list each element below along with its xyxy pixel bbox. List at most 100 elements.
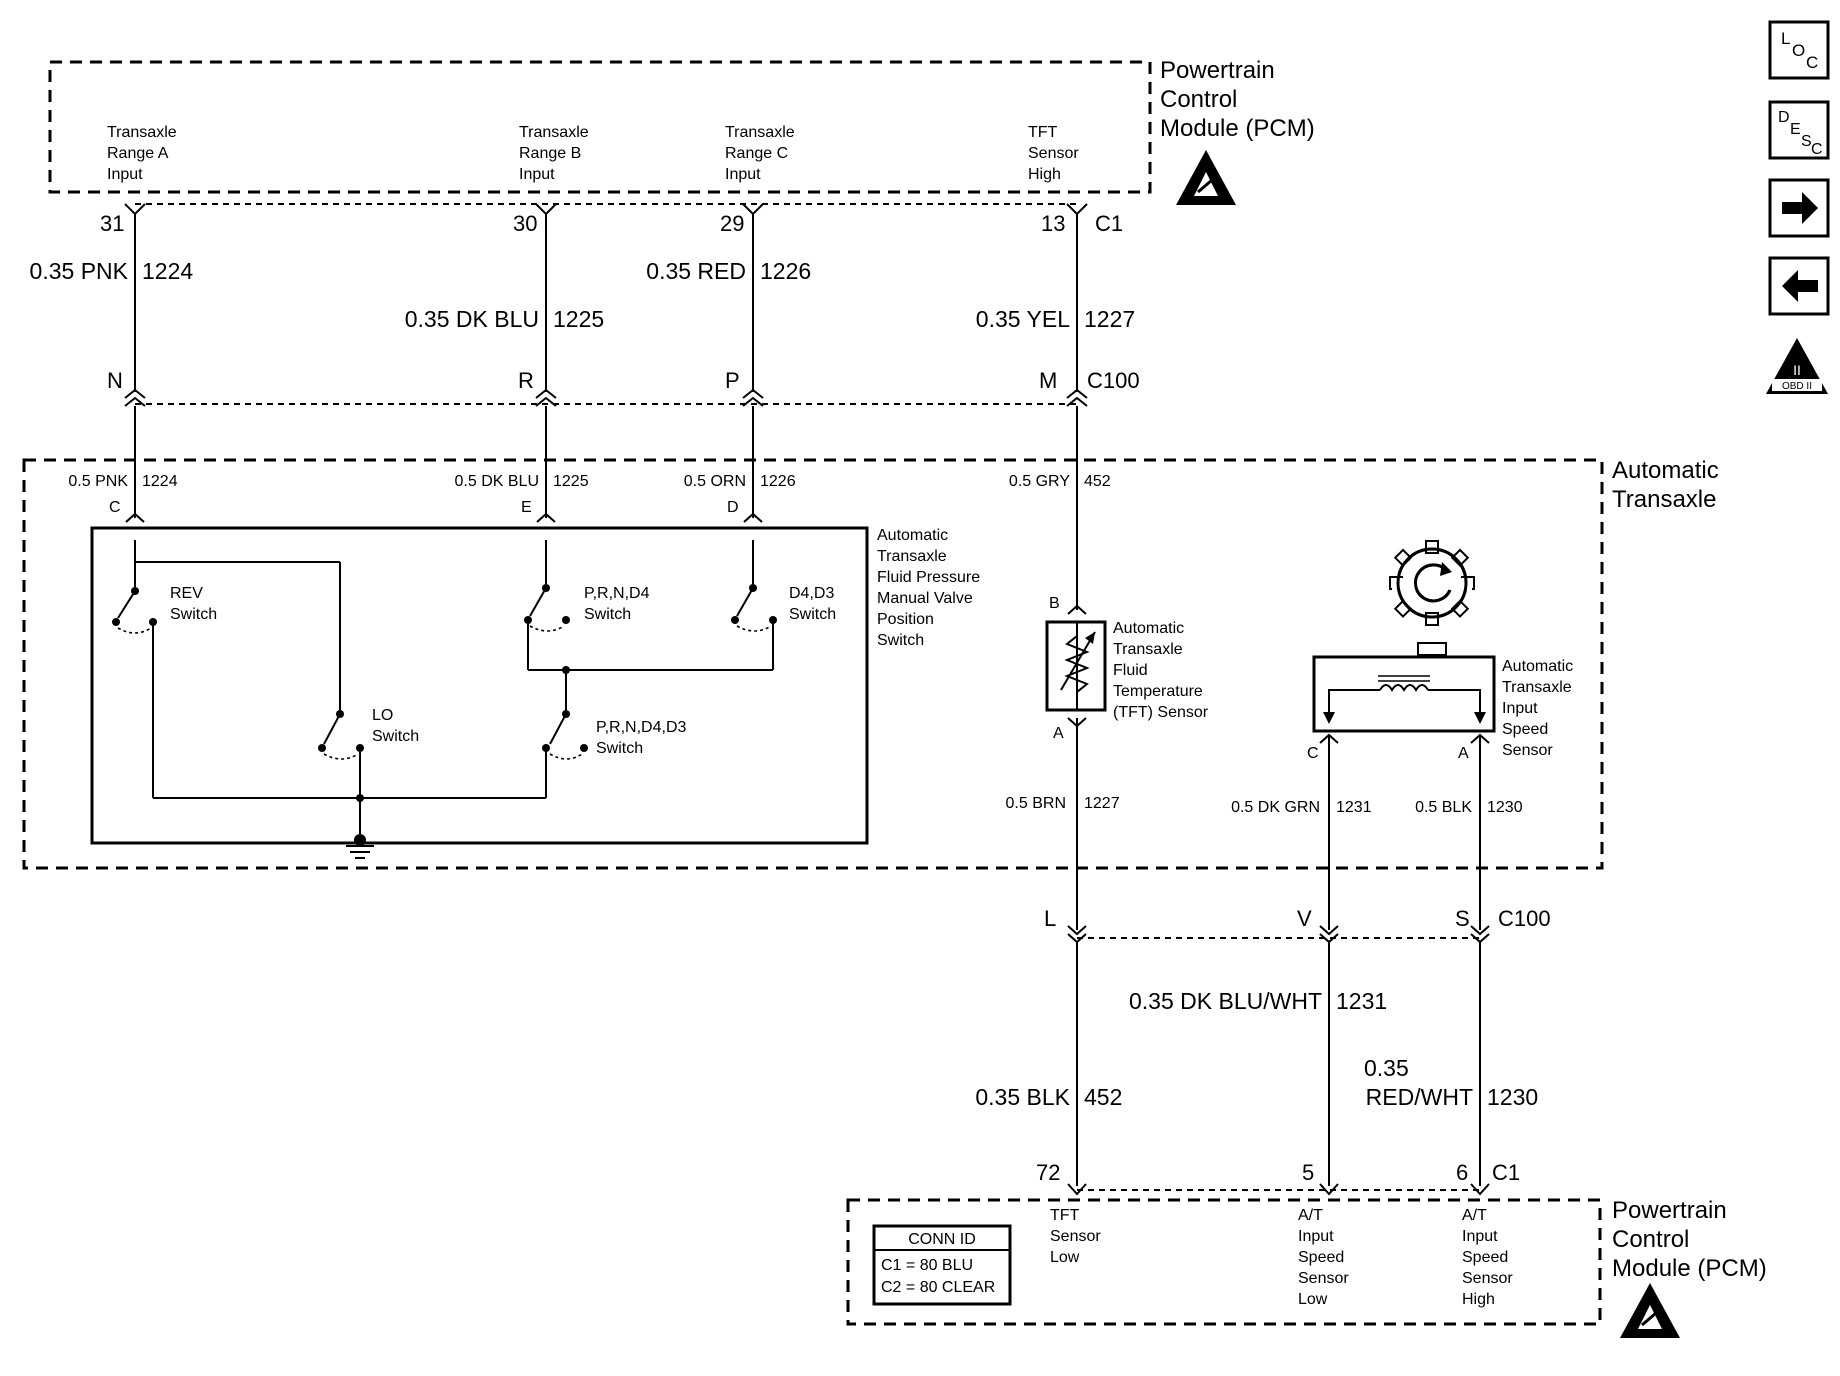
speed-sensor-label-2: Transaxle — [1502, 679, 1572, 696]
c100-pin-r: R — [518, 368, 534, 393]
transaxle-title-line2: Transaxle — [1612, 486, 1716, 513]
connector-c100-bottom: C100 — [1498, 906, 1551, 931]
tft-label-2: Transaxle — [1113, 641, 1183, 658]
speed-sensor-circuit-1230: 1230 — [1487, 799, 1523, 816]
switch-assembly-line3: Fluid Pressure — [877, 569, 980, 586]
svg-text:C: C — [1811, 141, 1823, 158]
pcm-pin5-label-4: Sensor — [1298, 1270, 1349, 1287]
pcm-bottom-title-line1: Powertrain — [1612, 1197, 1727, 1224]
input-label-tft-2: Sensor — [1028, 145, 1079, 162]
manual-valve-position-switch: Automatic Transaxle Fluid Pressure Manua… — [90, 526, 980, 859]
input-label-tft-3: High — [1028, 166, 1061, 183]
svg-text:II: II — [1793, 362, 1801, 378]
conn-id-title: CONN ID — [908, 1231, 976, 1248]
transaxle-wire-dk-blu: 0.5 DK BLU — [455, 473, 539, 490]
speed-sensor-pin-c: C — [1307, 745, 1319, 762]
obd-ii-icon[interactable]: OBD II II — [1766, 338, 1828, 394]
ground-icon — [346, 834, 374, 859]
c100-pin-s: S — [1455, 906, 1470, 931]
pcm-pin6-label-5: High — [1462, 1291, 1495, 1308]
pcm-pin5-label-2: Input — [1298, 1228, 1334, 1245]
input-label-range-c-1: Transaxle — [725, 124, 795, 141]
speed-sensor-wire-blk: 0.5 BLK — [1415, 799, 1472, 816]
svg-text:E: E — [1790, 121, 1801, 138]
speed-sensor-label-4: Speed — [1502, 721, 1548, 738]
tft-circuit-1227: 1227 — [1084, 795, 1120, 812]
pcm-pin6-label-1: A/T — [1462, 1207, 1487, 1224]
pcm-pin6-label-3: Speed — [1462, 1249, 1508, 1266]
c100-pin-n: N — [107, 368, 123, 393]
upper-wires: 0.35 PNK 1224 0.35 DK BLU 1225 0.35 RED … — [30, 214, 1135, 392]
svg-text:S: S — [1801, 133, 1812, 150]
circuit-1224: 1224 — [142, 258, 193, 284]
prnd4-switch-label-1: P,R,N,D4 — [584, 585, 650, 602]
input-label-tft-1: TFT — [1028, 124, 1058, 141]
transaxle-title-line1: Automatic — [1612, 457, 1719, 484]
nav-icon-column: L O C D E S C OBD II II — [1766, 20, 1830, 394]
switch-assembly-line1: Automatic — [877, 527, 948, 544]
transaxle-pin-e: E — [521, 499, 532, 516]
lower-wire-dk-blu-wht: 0.35 DK BLU/WHT — [1129, 988, 1322, 1014]
transaxle-wires: 0.5 PNK 1224 C 0.5 DK BLU 1225 E 0.5 ORN… — [68, 406, 1111, 610]
switch-assembly-line5: Position — [877, 611, 934, 628]
tft-pin-a: A — [1053, 725, 1064, 742]
lo-switch-label-1: LO — [372, 707, 393, 724]
pin-5: 5 — [1302, 1160, 1314, 1185]
pcm-top-title-line2: Control — [1160, 86, 1237, 113]
c100-pin-p: P — [725, 368, 740, 393]
wire-color-pnk: 0.35 PNK — [30, 258, 129, 284]
loc-icon[interactable]: L O C — [1768, 20, 1830, 80]
conn-id-row-2: C2 = 80 CLEAR — [881, 1279, 995, 1296]
tft-sensor: B A Automatic Transaxle Fluid Temperatur… — [1006, 595, 1209, 930]
pcm-top-input-labels: Transaxle Range A Input Transaxle Range … — [107, 124, 1079, 183]
arrow-left-icon[interactable] — [1768, 256, 1830, 316]
input-speed-sensor: C A Automatic Transaxle Input Speed Sens… — [1231, 540, 1573, 930]
transaxle-circuit-452: 452 — [1084, 473, 1111, 490]
transaxle-wire-pnk: 0.5 PNK — [68, 473, 128, 490]
input-label-range-b-1: Transaxle — [519, 124, 589, 141]
speed-sensor-label-3: Input — [1502, 700, 1538, 717]
wire-color-yel: 0.35 YEL — [976, 306, 1070, 332]
lo-switch-label-2: Switch — [372, 728, 419, 745]
pin-6: 6 — [1456, 1160, 1468, 1185]
prnd4d3-switch-label-1: P,R,N,D4,D3 — [596, 719, 687, 736]
esd-warning-icon — [1176, 150, 1236, 205]
speed-sensor-circuit-1231: 1231 — [1336, 799, 1372, 816]
c100-pin-m: M — [1039, 368, 1057, 393]
reluctor-wheel-icon — [1389, 540, 1475, 626]
c100-pin-v: V — [1297, 906, 1312, 931]
conn-id-row-1: C1 = 80 BLU — [881, 1257, 973, 1274]
wire-color-dk-blu: 0.35 DK BLU — [405, 306, 539, 332]
switch-assembly-line6: Switch — [877, 632, 924, 649]
transaxle-pin-c: C — [109, 499, 121, 516]
tft-label-3: Fluid — [1113, 662, 1148, 679]
tft-label-4: Temperature — [1113, 683, 1203, 700]
wire-color-red: 0.35 RED — [646, 258, 746, 284]
desc-icon[interactable]: D E S C — [1768, 100, 1830, 160]
esd-warning-icon-bottom — [1620, 1283, 1680, 1338]
lower-wires: 0.35 BLK 452 0.35 DK BLU/WHT 1231 0.35 R… — [975, 942, 1538, 1186]
pin-30: 30 — [513, 211, 537, 236]
pcm-pin72-label-2: Sensor — [1050, 1228, 1101, 1245]
pcm-bottom-title-line2: Control — [1612, 1226, 1689, 1253]
c100-bottom-connector: L V S C100 — [1044, 906, 1551, 944]
transaxle-module: Automatic Transaxle — [22, 457, 1719, 870]
lower-circuit-1231: 1231 — [1336, 988, 1387, 1014]
tft-label-1: Automatic — [1113, 620, 1184, 637]
input-label-range-a-1: Transaxle — [107, 124, 177, 141]
pin-13: 13 — [1041, 211, 1065, 236]
transaxle-circuit-1226: 1226 — [760, 473, 796, 490]
svg-text:L: L — [1781, 29, 1790, 48]
pcm-bottom-module: 72 5 6 C1 Powertrain Control Module (PCM… — [846, 1160, 1767, 1338]
speed-sensor-wire-dk-grn: 0.5 DK GRN — [1231, 799, 1320, 816]
rev-switch-label-2: Switch — [170, 606, 217, 623]
arrow-right-icon[interactable] — [1768, 178, 1830, 238]
pcm-top-title-line3: Module (PCM) — [1160, 115, 1315, 142]
pin-29: 29 — [720, 211, 744, 236]
speed-sensor-label-5: Sensor — [1502, 742, 1553, 759]
tft-wire-brn: 0.5 BRN — [1006, 795, 1066, 812]
pcm-pin5-label-1: A/T — [1298, 1207, 1323, 1224]
obd-label: OBD II — [1782, 381, 1812, 392]
speed-sensor-pin-a: A — [1458, 745, 1469, 762]
lower-circuit-1230: 1230 — [1487, 1084, 1538, 1110]
